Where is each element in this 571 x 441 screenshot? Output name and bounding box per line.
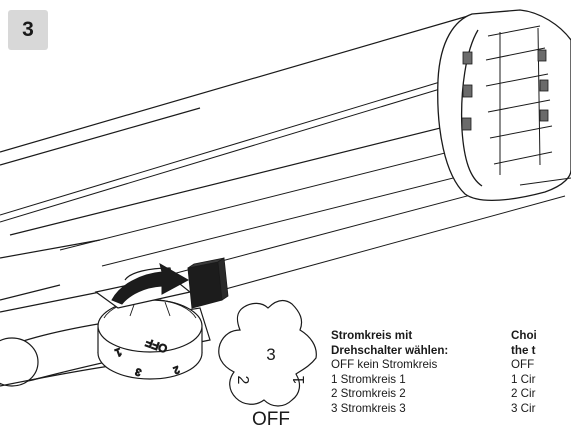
legend-en-item-off: OFF	[511, 358, 535, 372]
dial-label-3: 3	[266, 345, 275, 364]
legend-en-item-1: 1 Cir	[511, 372, 536, 386]
knob-marking-2: 2	[171, 363, 180, 375]
track-end-cap	[437, 9, 571, 202]
dial-label-off: OFF	[252, 409, 290, 430]
legend-english: Choi the t OFF 1 Cir 2 Cir 3 Cir	[511, 329, 571, 417]
legend-de-item-2: 2 Stromkreis 2	[331, 387, 406, 401]
legend-en-title-line-2: the t	[511, 343, 536, 357]
legend-en-item-2: 2 Cir	[511, 387, 536, 401]
knob-marking-1: 1	[113, 345, 123, 358]
legend-en-title-line-1: Choi	[511, 329, 537, 342]
legend-de-item-3: 3 Stromkreis 3	[331, 401, 406, 415]
legend-de-title-line-2: Drehschalter wählen:	[331, 343, 449, 357]
step-number-badge: 3	[8, 10, 48, 50]
legend-de-title-line-1: Stromkreis mit	[331, 329, 413, 342]
dial-detail: 3 2 1 OFF	[218, 299, 317, 430]
legend-de-item-off: OFF kein Stromkreis	[331, 358, 438, 372]
rotation-arrow-icon	[111, 262, 190, 305]
legend-de-item-1: 1 Stromkreis 1	[331, 372, 406, 386]
adapter-block	[187, 257, 229, 309]
dial-label-1: 1	[291, 375, 308, 384]
knob-marking-3: 3	[134, 365, 143, 377]
legend-en-item-3: 3 Cir	[511, 401, 536, 415]
rotary-knob: OFF 1 3 2	[97, 299, 203, 380]
legend-german: Stromkreis mit Drehschalter wählen: OFF …	[331, 329, 531, 417]
track-rail	[0, 15, 566, 313]
dial-label-2: 2	[234, 376, 251, 385]
